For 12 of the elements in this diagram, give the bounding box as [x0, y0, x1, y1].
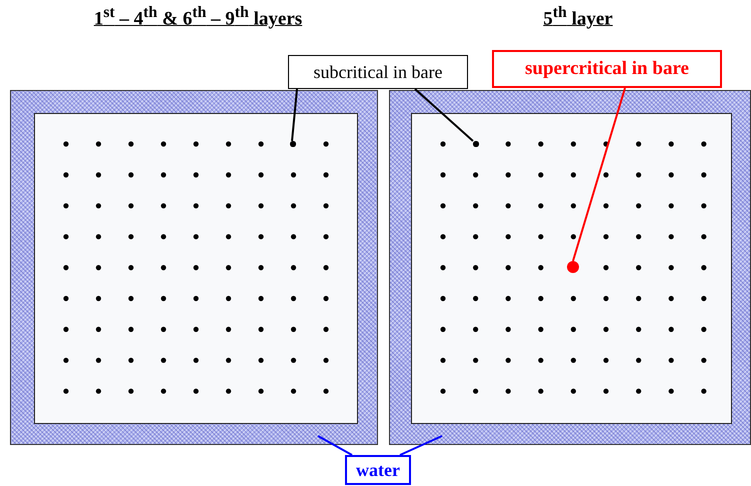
- leader-line: [291, 88, 298, 142]
- fuel-pin: [290, 141, 296, 147]
- water-reflector-frame: [10, 90, 378, 445]
- leader-line: [414, 88, 474, 142]
- layer-heading: 5$^{th}$ layer: [543, 4, 613, 30]
- leader-line: [572, 88, 626, 262]
- callout-label: subcritical in bare: [288, 55, 468, 89]
- callout-label: water: [345, 455, 411, 485]
- water-reflector-frame: [389, 90, 751, 445]
- callout-label: supercritical in bare: [492, 50, 722, 88]
- layer-heading: 1$^{st}$ – 4$^{th}$ & 6$^{th}$ – 9$^{th}$ layers: [94, 4, 302, 30]
- fuel-pin: [473, 141, 479, 147]
